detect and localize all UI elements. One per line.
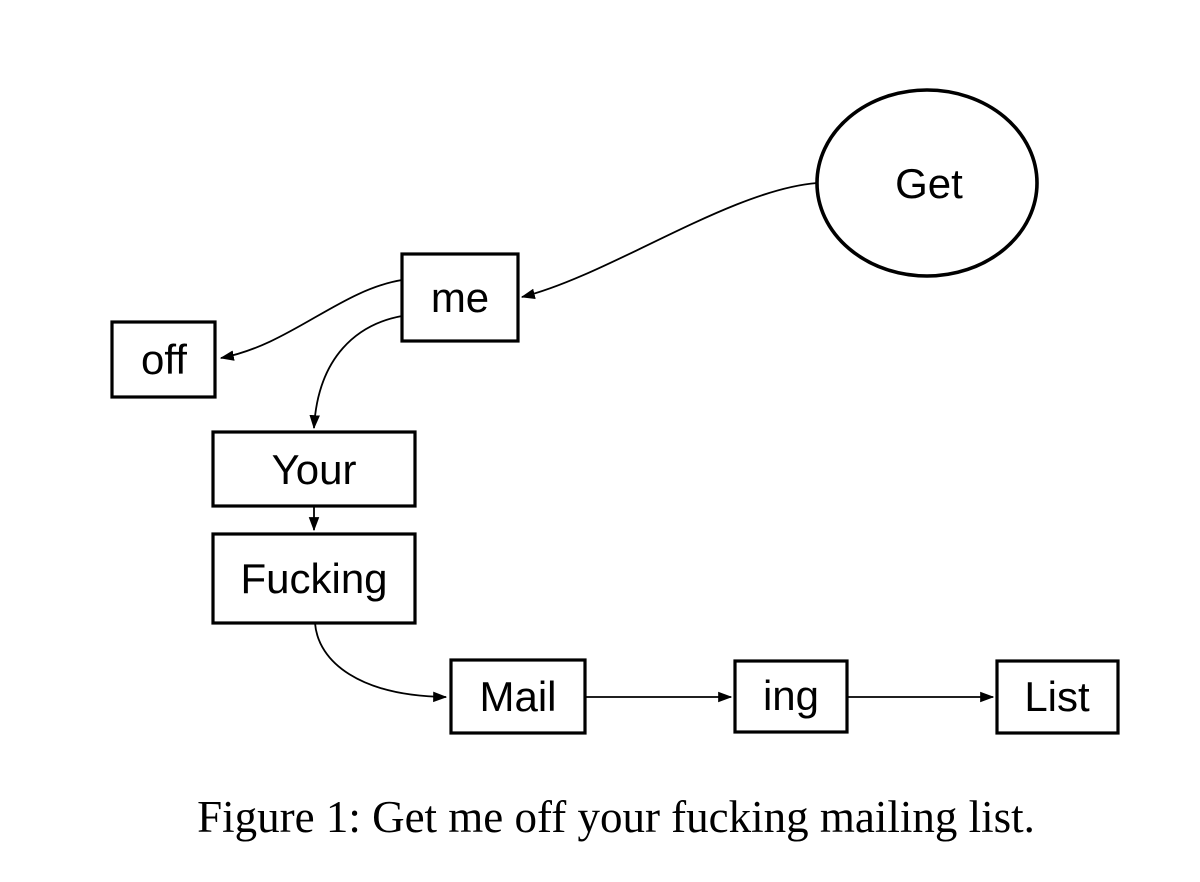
get-ellipse [815,88,1039,278]
node-me: me [400,252,520,343]
figure-caption: Figure 1: Get me off your fucking mailin… [197,792,1035,842]
node-off: off [110,320,217,399]
edge-get-me [520,182,818,299]
your-box [211,430,417,508]
node-get: Get [815,88,1039,278]
your-label: Your [272,446,357,493]
fucking-label: Fucking [240,555,387,602]
list-label: List [1024,673,1090,720]
off-label: off [141,336,187,383]
ing-box [733,659,849,734]
node-mail: Mail [449,658,587,735]
me-label: me [431,274,489,321]
edge-fucking-mail [314,622,448,703]
edge-me-your [309,315,403,430]
node-your: Your [211,430,417,508]
me-box [400,252,520,343]
list-box [995,659,1120,735]
off-box [110,320,217,399]
get-label: Get [895,160,963,207]
mail-box [449,658,587,735]
node-list: List [995,659,1120,735]
ing-label: ing [763,672,819,719]
node-fucking: Fucking [211,532,417,625]
node-ing: ing [733,659,849,734]
mail-label: Mail [479,673,556,720]
fucking-box [211,532,417,625]
edge-me-off [219,279,403,361]
